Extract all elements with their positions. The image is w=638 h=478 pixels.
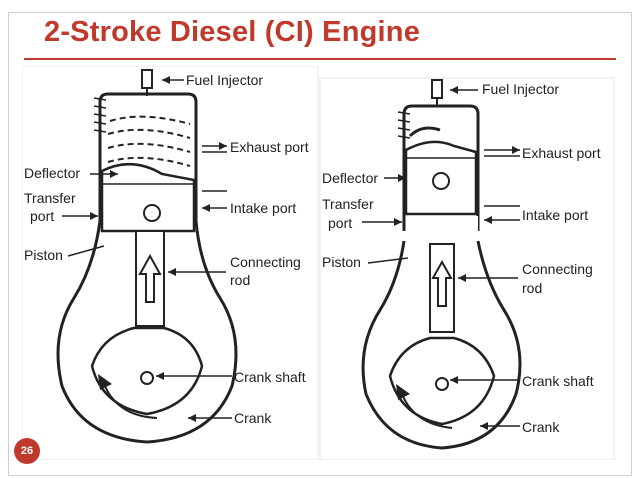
- right-label-crank: Crank: [522, 419, 560, 435]
- left-connecting-rod: [135, 230, 165, 327]
- left-label-crank-shaft: Crank shaft: [234, 369, 306, 385]
- right-label-deflector: Deflector: [322, 170, 378, 186]
- right-piston: [404, 140, 478, 216]
- right-upward-arrow-icon: [431, 259, 453, 307]
- right-label-transfer-port-line2: port: [328, 215, 352, 231]
- top-band: [0, 0, 638, 12]
- left-exhaust-gas-icon: [107, 115, 191, 167]
- right-label-connecting-rod-line2: rod: [522, 280, 542, 296]
- right-labels: Fuel Injector Exhaust port Deflector Tra…: [322, 81, 601, 435]
- left-label-connecting-rod-line1: Connecting: [230, 254, 301, 270]
- right-injector-spring-icon: [397, 111, 411, 139]
- slide-number-badge: 26: [14, 438, 40, 464]
- right-label-exhaust-port: Exhaust port: [522, 145, 601, 161]
- left-label-intake-port: Intake port: [230, 200, 296, 216]
- right-label-transfer-port-line1: Transfer: [322, 196, 374, 212]
- title-underline: [24, 58, 616, 60]
- right-engine: [361, 79, 522, 450]
- left-piston-pin: [143, 204, 161, 222]
- left-label-exhaust-port: Exhaust port: [230, 139, 309, 155]
- left-engine: [56, 69, 238, 444]
- right-label-crank-shaft: Crank shaft: [522, 373, 594, 389]
- left-injector-spring-icon: [93, 97, 107, 133]
- left-labels: Fuel Injector Exhaust port Deflector Tra…: [24, 72, 309, 426]
- left-rotation-arrow-icon: [103, 383, 158, 419]
- left-label-fuel-injector: Fuel Injector: [186, 72, 263, 88]
- right-label-intake-port: Intake port: [522, 207, 588, 223]
- left-crank-web: [90, 326, 204, 416]
- slide-frame: [8, 12, 632, 476]
- left-label-crank: Crank: [234, 410, 272, 426]
- right-label-piston: Piston: [322, 254, 361, 270]
- left-crankcase-outline: [56, 220, 238, 444]
- engine-diagram: Fuel Injector Exhaust port Deflector Tra…: [22, 66, 615, 460]
- left-label-transfer-port-line1: Transfer: [24, 190, 76, 206]
- right-air-charge-icon: [408, 126, 441, 138]
- left-label-piston: Piston: [24, 247, 63, 263]
- right-connecting-rod: [429, 243, 455, 333]
- right-label-fuel-injector: Fuel Injector: [482, 81, 559, 97]
- right-label-connecting-rod-line1: Connecting: [522, 261, 593, 277]
- left-upward-arrow-icon: [138, 253, 162, 303]
- left-label-transfer-port-line2: port: [30, 208, 54, 224]
- right-crank-shaft-icon: [435, 377, 449, 391]
- left-piston: [100, 162, 196, 233]
- left-label-connecting-rod-line2: rod: [230, 272, 250, 288]
- slide-title: 2-Stroke Diesel (CI) Engine: [44, 16, 421, 48]
- right-cylinder-outline: [402, 104, 480, 231]
- right-piston-pin: [432, 172, 450, 190]
- left-crank-shaft-icon: [140, 371, 154, 385]
- left-label-deflector: Deflector: [24, 165, 80, 181]
- right-rotation-arrow-icon: [401, 393, 453, 429]
- right-crankcase-outline: [361, 240, 522, 450]
